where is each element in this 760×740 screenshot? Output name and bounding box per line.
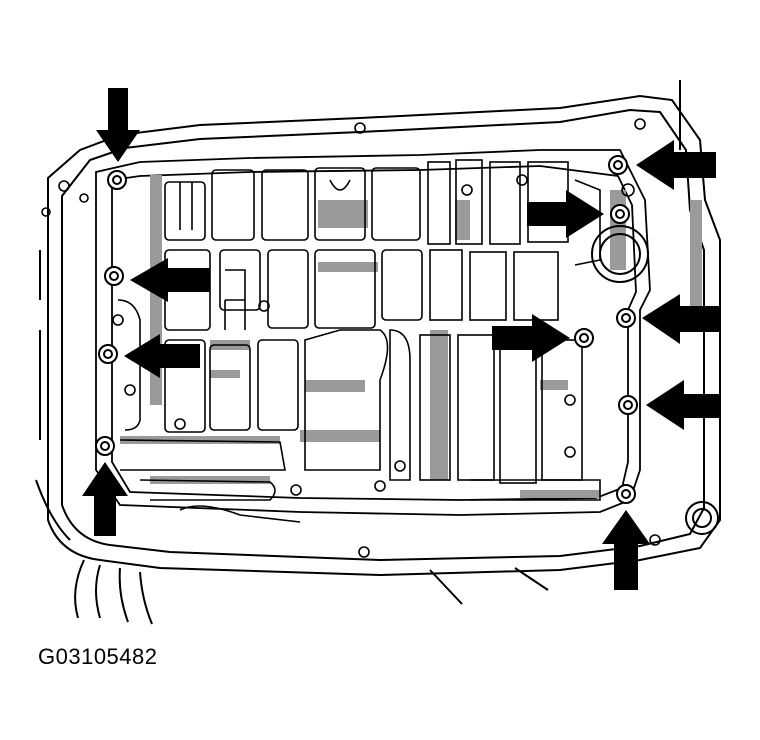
callout-arrow [492, 314, 570, 362]
callout-arrows [82, 88, 720, 590]
transmission-case-outline [35, 80, 721, 625]
callout-arrow [602, 510, 650, 590]
callout-arrow [96, 88, 140, 162]
callout-arrow [82, 462, 128, 536]
callout-arrow [646, 380, 720, 430]
callout-arrow [124, 334, 200, 378]
valve-body-diagram [35, 80, 721, 625]
callout-arrow [130, 258, 210, 302]
shaded-regions [120, 175, 702, 498]
ring-boss [591, 225, 719, 535]
callout-arrow [642, 294, 720, 344]
callout-arrow [527, 190, 604, 238]
callout-arrow [636, 140, 716, 190]
bolt-heads [95, 155, 638, 504]
small-holes [41, 118, 661, 558]
figure-code-label: G03105482 [38, 644, 158, 669]
